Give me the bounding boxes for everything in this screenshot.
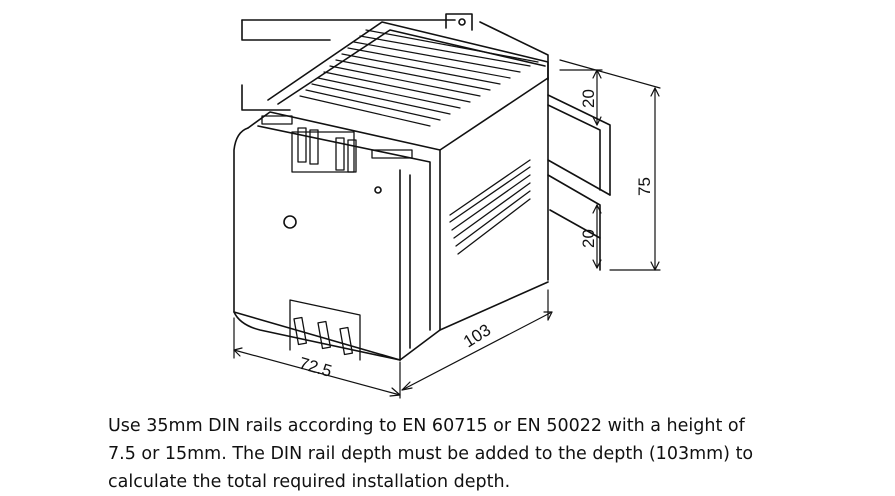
caption-line-3: calculate the total required installatio… — [108, 472, 511, 492]
caption-line-1: Use 35mm DIN rails according to EN 60715… — [108, 416, 745, 436]
side-vents — [449, 159, 531, 255]
bottom-terminals — [289, 299, 361, 361]
label-offset-bottom: 20 — [579, 229, 598, 248]
label-height: 75 — [635, 177, 654, 196]
label-depth: 103 — [460, 320, 494, 351]
cooling-ribs-top — [299, 29, 539, 127]
caption-line-2: 7.5 or 15mm. The DIN rail depth must be … — [108, 444, 754, 464]
rail-clip — [445, 13, 473, 31]
dim-width — [233, 317, 401, 399]
din-rail-device-drawing: 72.5 103 75 20 20 — [233, 13, 661, 399]
label-width: 72.5 — [297, 354, 334, 381]
housing — [233, 21, 549, 361]
dim-offset-top — [559, 69, 603, 126]
installation-note: Use 35mm DIN rails according to EN 60715… — [108, 412, 808, 496]
status-led — [374, 186, 382, 194]
dim-height — [559, 59, 661, 271]
dim-offset-bottom — [592, 204, 602, 269]
potentiometer — [283, 215, 297, 229]
label-offset-top: 20 — [579, 89, 598, 108]
top-terminals — [261, 115, 413, 173]
din-rail — [241, 19, 611, 271]
dim-depth — [401, 289, 553, 391]
